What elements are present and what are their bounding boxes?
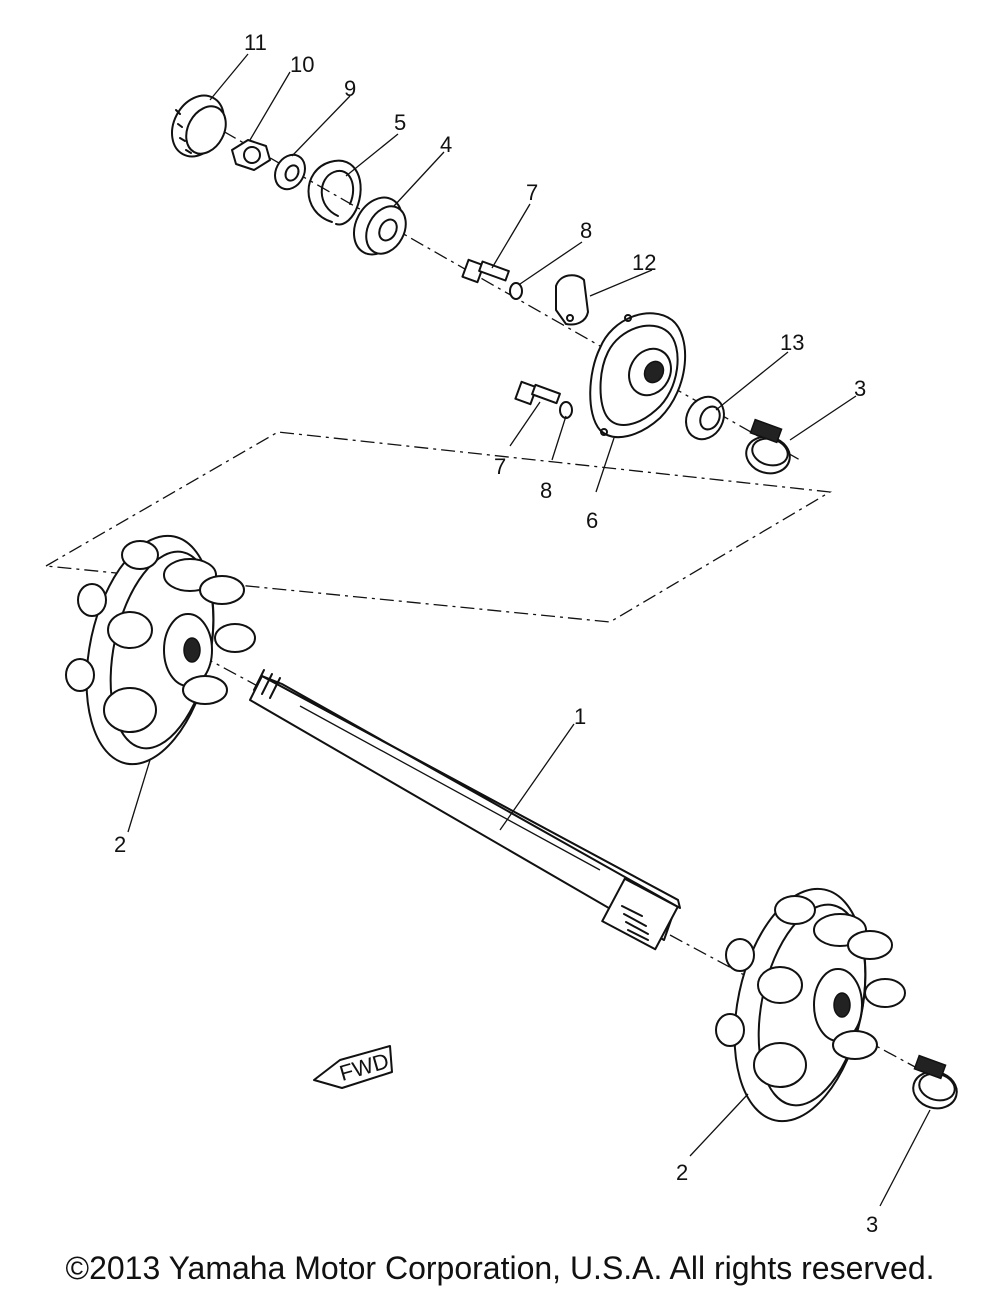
- part-7-bolt-upper: [461, 258, 510, 284]
- fwd-direction-arrow: FWD: [313, 1045, 393, 1089]
- part-12-bracket: [555, 274, 589, 326]
- callout-7-lower: 7: [494, 454, 506, 479]
- assembly-outline: [45, 431, 833, 623]
- callout-8-upper: 8: [580, 218, 592, 243]
- part-13-oil-seal: [685, 395, 725, 441]
- part-8-washer-lower: [559, 401, 573, 419]
- part-11-lock-nut: [171, 94, 227, 158]
- callout-4: 4: [440, 132, 452, 157]
- leader-lines: [127, 53, 931, 1207]
- callout-labels: 11 10 9 5 4 7 8 12 13 3 7 8 6 1 2 2 3: [114, 30, 878, 1237]
- callout-11: 11: [244, 30, 267, 55]
- part-8-washer-upper: [509, 282, 523, 300]
- part-2-sprocket-right: [715, 887, 906, 1123]
- callout-12: 12: [632, 250, 656, 275]
- callout-6: 6: [586, 508, 598, 533]
- copyright-notice: ©2013 Yamaha Motor Corporation, U.S.A. A…: [65, 1250, 935, 1286]
- callout-8-lower: 8: [540, 478, 552, 503]
- part-5-circlip: [307, 159, 362, 226]
- callout-2-right: 2: [676, 1160, 688, 1185]
- callout-3-upper: 3: [854, 376, 866, 401]
- callout-1: 1: [574, 704, 586, 729]
- callout-9: 9: [344, 76, 356, 101]
- callout-13: 13: [780, 330, 804, 355]
- callout-3-lower: 3: [866, 1212, 878, 1237]
- callout-5: 5: [394, 110, 406, 135]
- callout-10: 10: [290, 52, 314, 77]
- part-6-bearing-housing: [589, 312, 687, 439]
- part-3-clamp-upper: [745, 418, 791, 475]
- part-10-hex-nut: [231, 139, 271, 171]
- part-1-drive-shaft: [249, 669, 681, 951]
- part-2-sprocket-left: [65, 534, 256, 766]
- part-4-bearing: [353, 196, 407, 256]
- callout-2-left: 2: [114, 832, 126, 857]
- part-9-washer: [274, 153, 306, 191]
- part-7-bolt-lower: [514, 380, 561, 406]
- part-3-clamp-lower: [912, 1054, 958, 1110]
- callout-7-upper: 7: [526, 180, 538, 205]
